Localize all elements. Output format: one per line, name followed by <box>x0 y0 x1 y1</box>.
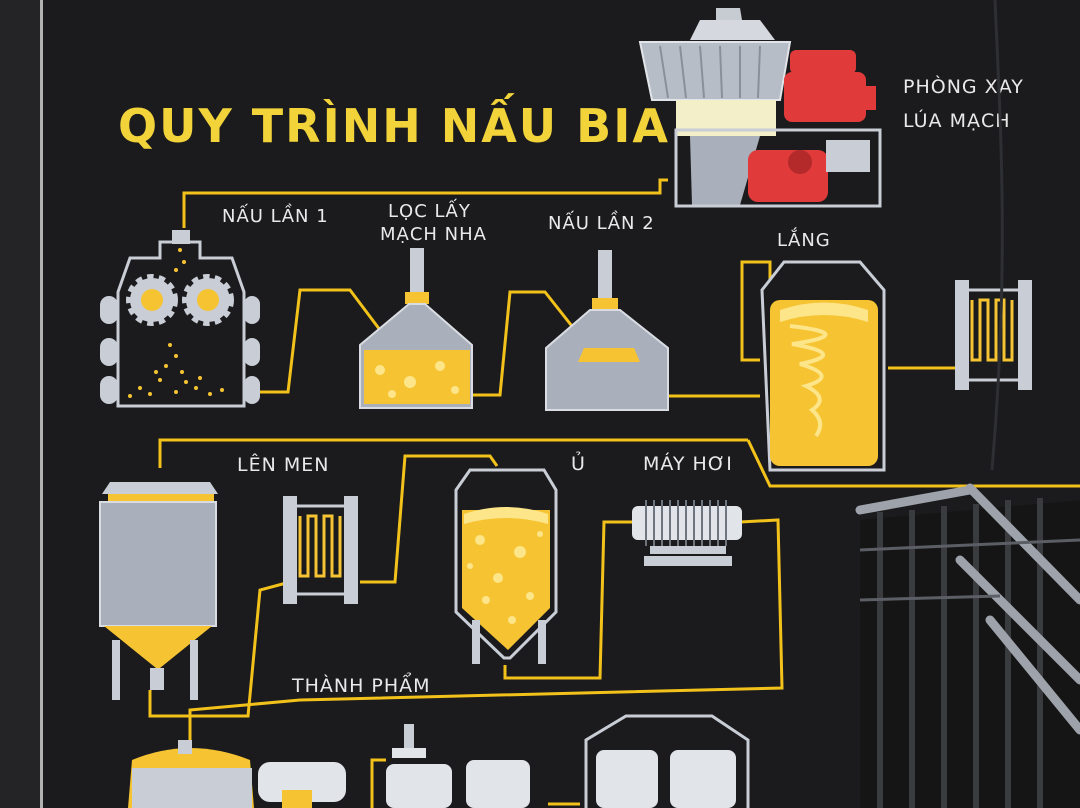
kettle-window <box>578 348 640 362</box>
boil1-side-knobs <box>100 296 260 404</box>
finished-tank-body <box>132 768 252 808</box>
boil1-inlet <box>172 230 190 244</box>
mill-hopper <box>690 20 775 40</box>
boiler-ribs <box>645 500 727 546</box>
boiler-base <box>650 546 726 554</box>
milling-room-label-2: LÚA MẠCH <box>903 108 1011 132</box>
settling-beer <box>770 300 878 466</box>
finished-pump-motor <box>282 790 312 808</box>
mill-frame <box>674 128 882 208</box>
settling-foam <box>780 302 868 322</box>
finished-product-label: THÀNH PHẨM <box>291 671 431 697</box>
metal-staircase <box>855 0 1080 808</box>
settling-tank <box>760 260 886 472</box>
motor-blower <box>748 150 828 202</box>
mill-ribs <box>659 45 761 99</box>
conditioner-leg-right <box>538 620 546 664</box>
conditioning-tank <box>454 468 558 664</box>
fermentation-tank <box>99 482 218 700</box>
pipe-boil1-to-filter <box>256 288 382 394</box>
gear-icon <box>182 274 234 326</box>
stair-cross-bars <box>859 538 1080 602</box>
keg-storage <box>584 714 750 808</box>
steam-boiler <box>632 500 742 566</box>
filter-bubbles <box>375 361 459 398</box>
pipe-mill-to-boil1 <box>182 178 668 228</box>
pipe-steam-to-finished <box>188 518 784 740</box>
motor-cap <box>790 50 856 74</box>
plate-cooler-1 <box>955 280 1032 390</box>
keg-filler <box>370 724 530 808</box>
finished-tank-valve <box>178 740 192 754</box>
filter-beer-level <box>364 350 470 404</box>
pipe-conditioner-to-steam <box>503 520 635 680</box>
malt-filter-flask <box>359 248 473 409</box>
fermenter-leg-right <box>190 640 198 700</box>
conditioning-label: Ủ <box>571 450 586 475</box>
fermenter-cone <box>104 626 212 668</box>
settling-label: LẮNG <box>777 227 831 251</box>
finished-product-equipment <box>128 714 750 808</box>
first-boil-vessel <box>100 230 260 408</box>
first-boil-label: NẤU LẦN 1 <box>222 203 329 227</box>
kettle-neck <box>598 250 612 298</box>
fermenter-valve <box>150 668 164 690</box>
pipe-fermenter-out <box>148 580 291 718</box>
fermenter-band <box>108 494 214 502</box>
milling-machine <box>638 8 882 208</box>
motor-fan <box>788 150 812 174</box>
filter-collar <box>405 292 429 304</box>
diagram-title: QUY TRÌNH NẤU BIA <box>118 93 670 153</box>
malt-filter-label-2: MẠCH NHA <box>380 224 487 245</box>
fermenter-lid <box>102 482 218 494</box>
motor-body <box>784 72 866 122</box>
finished-pump <box>258 762 346 802</box>
pipe-settling-top <box>740 260 772 362</box>
conditioner-outline <box>454 468 558 660</box>
filter-neck <box>410 248 424 292</box>
mill-chute <box>690 136 760 205</box>
motor-shaft <box>860 86 876 110</box>
fermenter-body <box>99 501 217 627</box>
gear-icon <box>126 274 178 326</box>
pipe-network <box>148 178 1080 806</box>
settling-outline <box>760 260 886 472</box>
pipe-cooler2-to-conditioner <box>360 454 499 584</box>
pipe-return-to-fermenter <box>158 438 748 468</box>
second-boil-label: NẤU LẦN 2 <box>548 210 655 234</box>
fermenter-leg-left <box>112 640 120 700</box>
left-wall-edge <box>0 0 40 808</box>
left-wall-trim <box>40 0 43 808</box>
boiler-stand <box>644 556 732 566</box>
conditioner-bubbles <box>467 531 543 624</box>
conditioner-leg-left <box>472 620 480 664</box>
mill-mesh <box>826 140 870 172</box>
kettle-collar <box>592 298 618 310</box>
malt-filter-label-1: LỌC LẤY <box>388 198 471 222</box>
plate-cooler-2 <box>283 496 358 604</box>
pipe-filter-to-boil2 <box>470 290 577 397</box>
grain-particles <box>128 248 224 398</box>
milling-room-label-1: PHÒNG XAY <box>903 74 1024 98</box>
conditioner-foam <box>464 507 548 524</box>
fermentation-label: LÊN MEN <box>237 453 329 476</box>
mill-body <box>638 41 792 101</box>
whirlpool-icon <box>789 324 828 438</box>
steam-machine-label: MÁY HƠI <box>643 452 733 475</box>
conditioner-beer <box>462 510 550 650</box>
mill-hopper-top <box>716 8 742 20</box>
boil1-tank-outline <box>116 240 246 408</box>
second-boil-kettle <box>545 250 669 411</box>
pipe-return-right <box>746 439 1080 488</box>
hanging-cable <box>990 0 1004 471</box>
stair-balusters <box>877 498 1043 808</box>
